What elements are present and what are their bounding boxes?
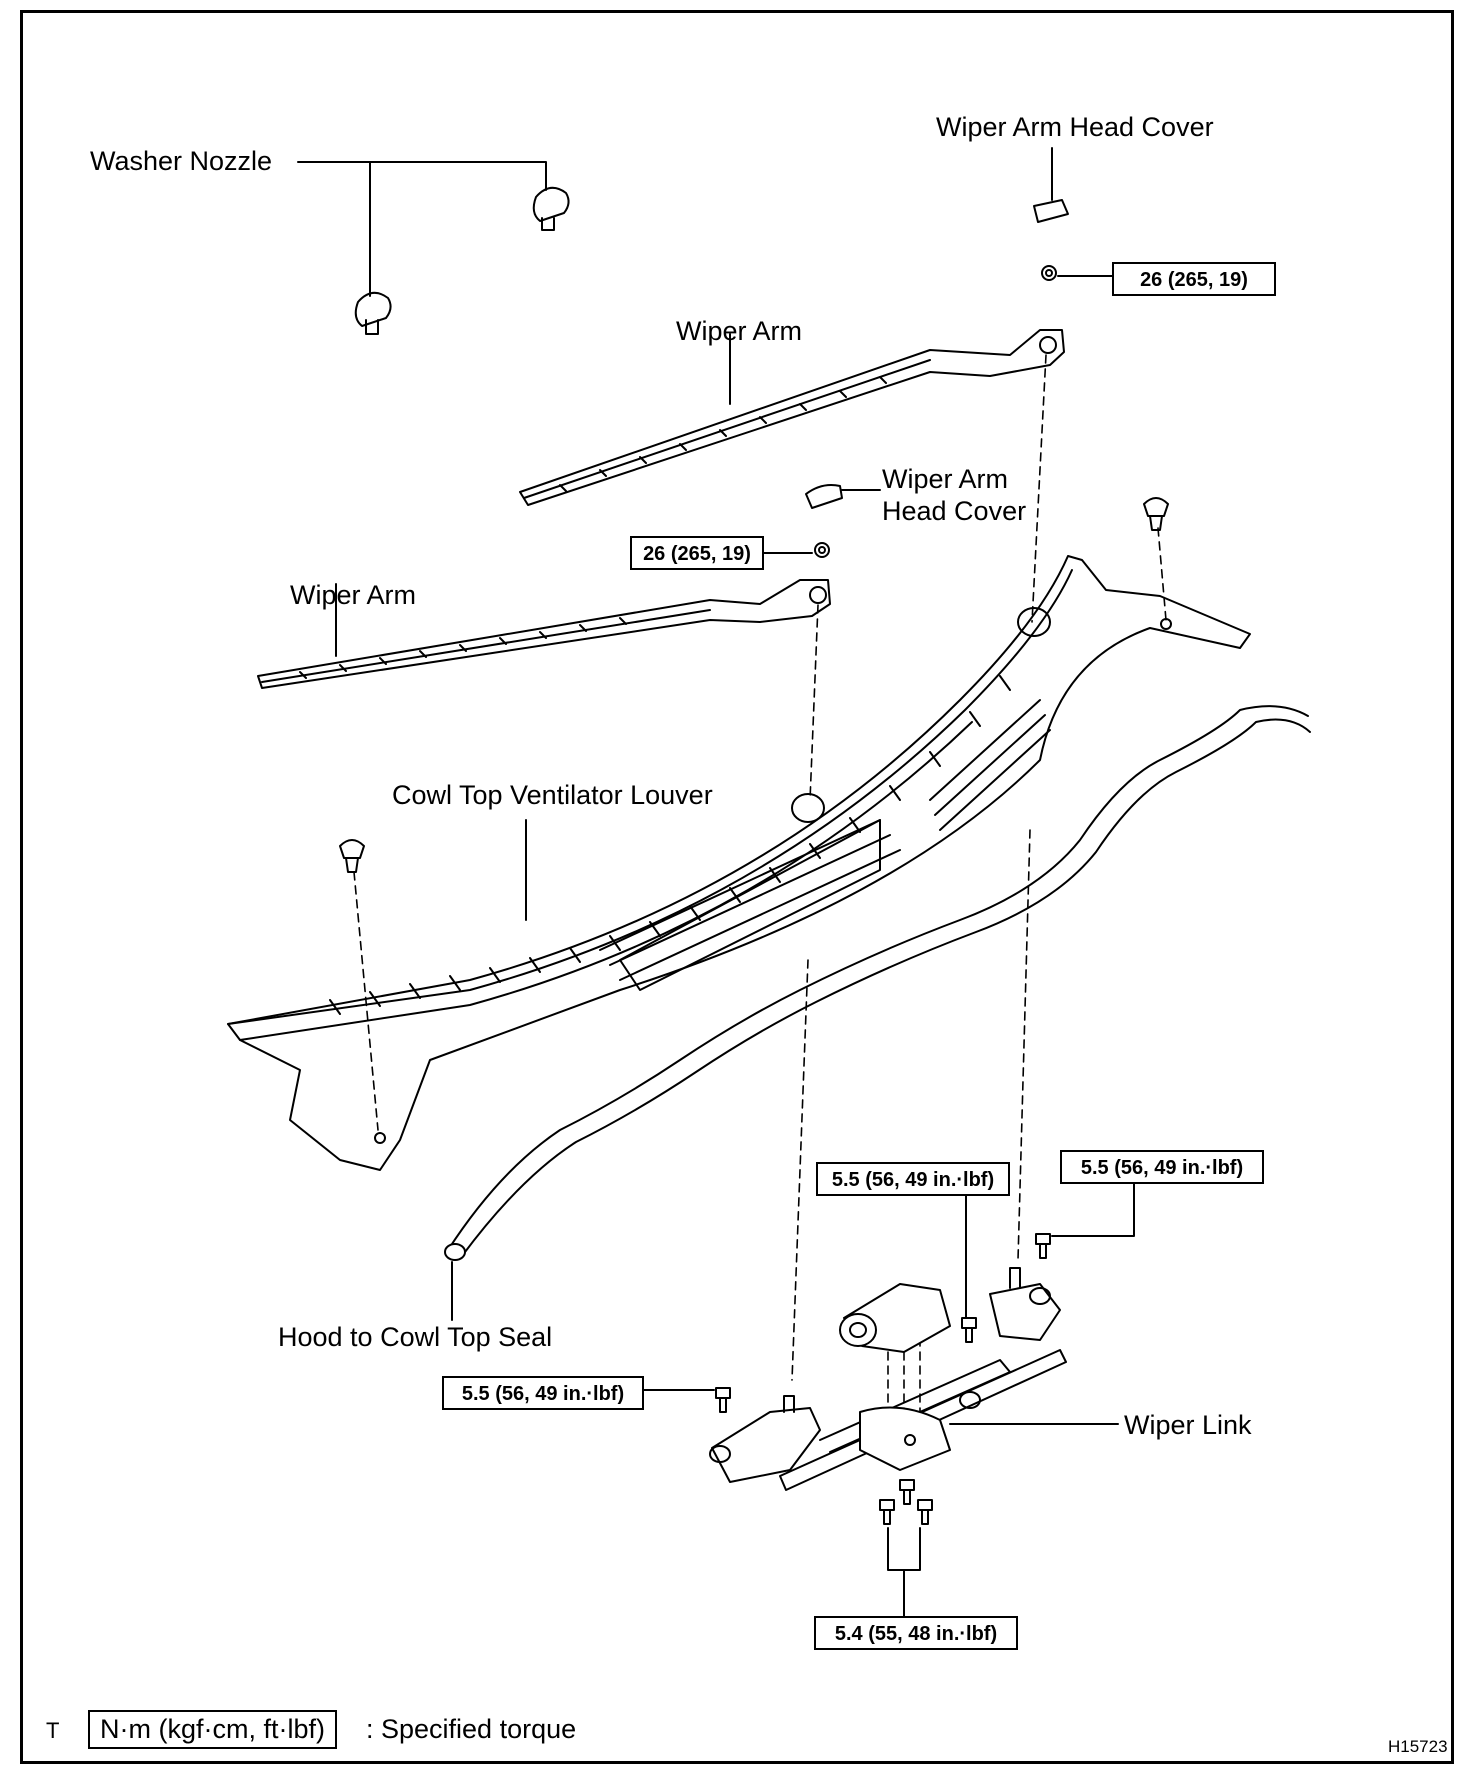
wiper-arm-right-label: Wiper Arm <box>676 316 803 346</box>
wiper-link-label: Wiper Link <box>1124 1410 1252 1440</box>
torque-bolt-left-pivot: 5.5 (56, 49 in.·lbf) <box>442 1376 644 1410</box>
legend-unit-box: N·m (kgf·cm, ft·lbf) <box>88 1710 337 1749</box>
torque-bolt-right-pivot: 5.5 (56, 49 in.·lbf) <box>1060 1150 1264 1184</box>
clip-left <box>339 839 365 873</box>
alignment-lines <box>353 354 1167 1441</box>
washer-nozzle-left <box>354 291 392 335</box>
wiper-arm-head-cover-top-label: Wiper Arm Head Cover <box>936 112 1214 142</box>
nut-right <box>1041 265 1057 281</box>
wiper-arm-left-label: Wiper Arm <box>290 580 417 610</box>
diagram-frame <box>20 10 1454 1764</box>
wiper-arm-left-drawing <box>257 579 831 689</box>
figure-id: H15723 <box>1388 1737 1448 1756</box>
wiper-arm-head-cover-top <box>1033 199 1069 223</box>
wiper-arm-head-cover-mid-label-line2: Head Cover <box>882 496 1027 526</box>
clip-right <box>1143 497 1169 531</box>
wiper-arm-head-cover-mid-label-line1: Wiper Arm <box>882 464 1009 494</box>
torque-leaders <box>643 1183 1135 1619</box>
torque-nut-left: 26 (265, 19) <box>630 536 764 570</box>
washer-nozzle-leader <box>297 161 547 297</box>
wiper-link-drawing <box>709 1267 1067 1491</box>
bolts <box>715 1233 1051 1525</box>
washer-nozzle-right <box>532 186 570 231</box>
legend-marker: T <box>46 1718 60 1743</box>
washer-nozzle-label: Washer Nozzle <box>90 146 273 176</box>
cowl-louver-label: Cowl Top Ventilator Louver <box>392 780 713 810</box>
nut-left <box>814 542 830 558</box>
wiper-arm-head-cover-mid <box>805 484 843 509</box>
hood-seal-label: Hood to Cowl Top Seal <box>278 1322 553 1352</box>
torque-bolt-bracket: 5.4 (55, 48 in.·lbf) <box>814 1616 1018 1650</box>
torque-bolt-motor: 5.5 (56, 49 in.·lbf) <box>816 1162 1010 1196</box>
wiper-arm-right-drawing <box>519 329 1065 506</box>
hood-seal-drawing <box>444 705 1311 1261</box>
legend-description: : Specified torque <box>366 1714 577 1744</box>
torque-nut-right: 26 (265, 19) <box>1112 262 1276 296</box>
cowl-louver-drawing <box>227 555 1251 1171</box>
